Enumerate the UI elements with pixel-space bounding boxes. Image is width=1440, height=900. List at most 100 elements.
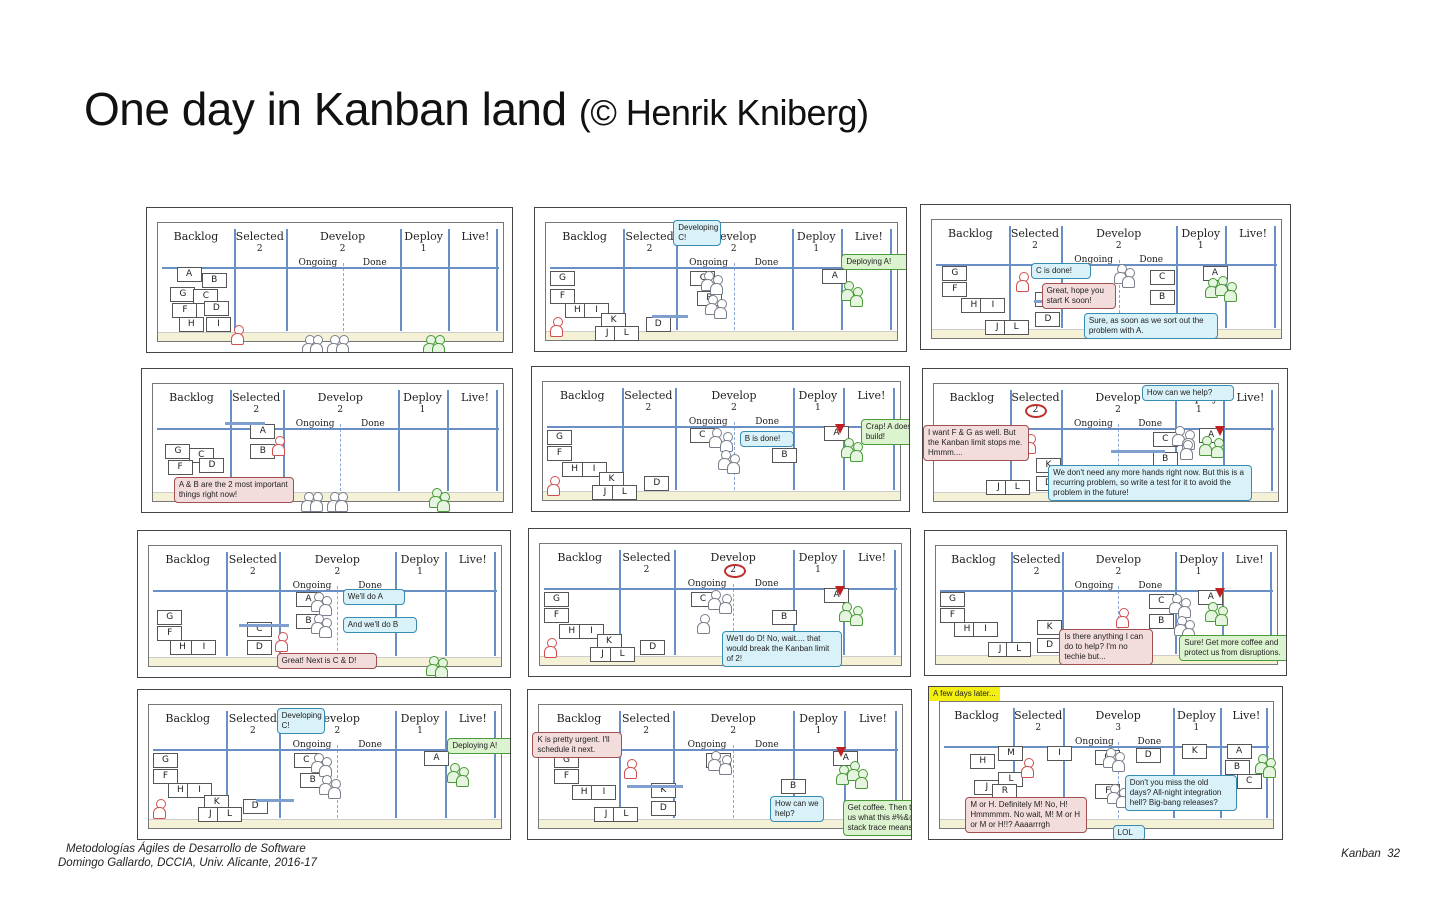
column-divider <box>791 229 794 330</box>
column-title: Live! <box>857 389 886 402</box>
column-title: Develop <box>711 389 757 402</box>
column-header-backlog: Backlog <box>543 390 622 402</box>
task-card-g: G <box>153 753 178 768</box>
ops-icon <box>434 658 449 677</box>
develop-divider <box>1118 260 1120 328</box>
task-card-d: D <box>644 476 670 491</box>
column-divider <box>1008 226 1011 328</box>
red-flag-icon <box>1215 426 1226 436</box>
speech-bubble: Sure! Get more coffee and protect us fro… <box>1179 635 1286 661</box>
product-owner-icon <box>1020 758 1035 778</box>
task-card-a: A <box>822 269 848 284</box>
column-divider <box>398 390 400 491</box>
column-divider <box>673 711 676 818</box>
column-divider <box>1271 390 1274 491</box>
task-card-h: H <box>167 783 193 798</box>
column-header-live: Live! <box>445 554 501 566</box>
column-divider <box>889 229 892 330</box>
develop-divider <box>1118 742 1120 818</box>
column-divider <box>279 552 282 656</box>
speech-bubble: LOL <box>1112 825 1145 839</box>
person-body <box>1122 276 1136 288</box>
wip-limit: 1 <box>815 565 821 575</box>
speech-bubble: Great! Next is C & D! <box>276 653 377 669</box>
column-title: Selected <box>1014 709 1063 722</box>
task-card-f: F <box>157 626 183 641</box>
column-title: Develop <box>319 230 366 243</box>
ops-icon <box>437 492 451 512</box>
subheader-done: Done <box>754 579 779 589</box>
task-card-m: M <box>998 746 1024 761</box>
floor-strip <box>153 492 503 501</box>
floor-strip <box>149 819 501 828</box>
column-header-backlog: Backlog <box>149 713 226 725</box>
column-header-live: Live! <box>1220 710 1273 722</box>
column-header-live: Live! <box>445 713 501 725</box>
developer-icon <box>1122 268 1136 288</box>
column-title: Backlog <box>951 553 996 566</box>
task-card-j: J <box>984 320 1010 335</box>
person-body <box>1111 760 1125 772</box>
speech-bubble: Deploying A! <box>841 254 906 270</box>
developer-icon <box>335 492 349 512</box>
wip-limit: 1 <box>815 403 821 413</box>
ops-icon <box>835 765 850 785</box>
person-body <box>1179 448 1193 460</box>
column-title: Develop <box>1095 709 1141 722</box>
task-card-d: D <box>650 801 676 816</box>
product-owner-icon <box>624 759 638 779</box>
column-header-live: Live! <box>447 392 503 404</box>
subheader-done: Done <box>358 740 382 750</box>
task-card-c: C <box>1236 774 1262 789</box>
column-divider <box>619 550 622 655</box>
wip-limit: 2 <box>256 244 263 254</box>
column-divider <box>1270 552 1273 654</box>
subheader-ongoing: Ongoing <box>1074 255 1114 265</box>
red-flag-icon <box>835 586 846 596</box>
column-title: Deploy <box>798 551 838 564</box>
column-title: Backlog <box>562 230 607 243</box>
task-card-g: G <box>157 610 183 625</box>
subheader-ongoing: Ongoing <box>292 740 332 750</box>
column-title: Backlog <box>169 391 214 404</box>
task-card-f: F <box>550 289 575 304</box>
column-header-backlog: Backlog <box>539 713 619 725</box>
subheader-done: Done <box>755 740 779 750</box>
develop-divider <box>733 263 735 330</box>
speech-bubble: And we'll do B <box>342 617 417 633</box>
column-title: Live! <box>854 230 883 243</box>
column-title: Selected <box>1010 227 1060 240</box>
ops-icon <box>455 767 470 787</box>
column-divider <box>230 390 232 491</box>
footer-course: Metodologías Ágiles de Desarrollo de Sof… <box>66 843 306 855</box>
task-card-d: D <box>640 640 666 655</box>
wip-limit: 1 <box>815 726 822 736</box>
developer-icon <box>1171 426 1186 446</box>
column-header-live: Live! <box>844 713 902 725</box>
person-body <box>719 763 732 775</box>
person-body <box>719 602 733 614</box>
column-divider <box>1219 708 1222 818</box>
ops-icon <box>1198 436 1213 456</box>
column-divider <box>285 229 288 331</box>
ops-icon <box>1204 278 1219 298</box>
task-card-b: B <box>201 273 227 288</box>
product-owner-icon <box>153 799 167 819</box>
column-divider <box>792 550 795 655</box>
person-body <box>726 462 740 474</box>
column-divider <box>618 711 621 818</box>
person-body <box>455 775 469 787</box>
column-divider <box>623 229 626 330</box>
column-header-backlog: Backlog <box>540 552 619 564</box>
floor-strip <box>546 331 897 340</box>
